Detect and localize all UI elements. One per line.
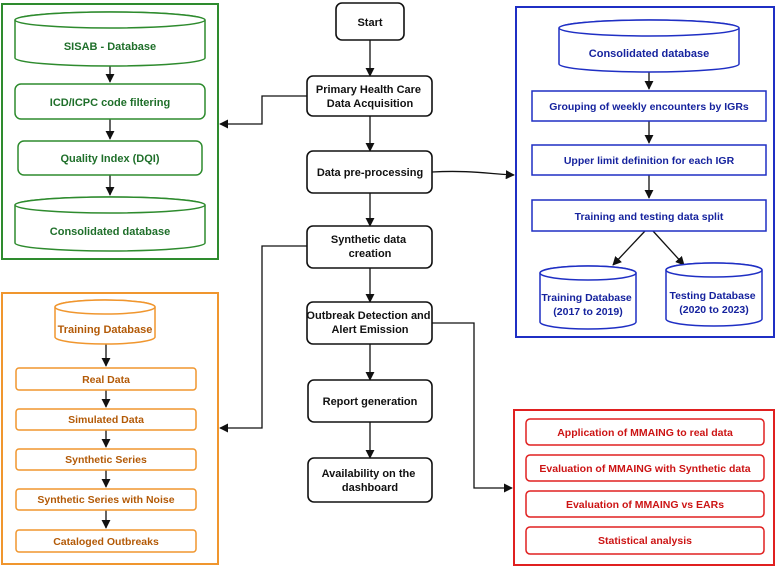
- acquisition-label-line2: Data Acquisition: [327, 98, 414, 110]
- blue-panel-frame: [515, 6, 775, 338]
- report-box: [307, 379, 433, 423]
- acquisition-box: [306, 75, 433, 117]
- sisab-database-label: SISAB - Database: [64, 41, 156, 53]
- acquisition-label-line1: Primary Health Care: [316, 84, 421, 96]
- arrow-synthetic-to-orange-panel: [219, 245, 307, 433]
- split-box: [531, 199, 767, 232]
- availability-box: [307, 457, 433, 503]
- red-item-3-box: [525, 490, 765, 518]
- red-panel: Application of MMAING to real data Evalu…: [525, 418, 765, 555]
- green-panel-frame: [1, 3, 219, 260]
- icd-filter-box: [14, 83, 206, 120]
- sisab-database-cylinder-top: [14, 11, 206, 29]
- green-consolidated-label: Consolidated database: [50, 226, 170, 238]
- preprocessing-label: Data pre-processing: [317, 167, 423, 179]
- outbreak-label: Outbreak Detection and Alert Emission: [306, 310, 433, 336]
- synthetic-series-box: [15, 448, 197, 471]
- cataloged-outbreaks-box: [15, 529, 197, 553]
- training-db-label: Training Database (2017 to 2019): [541, 292, 634, 318]
- arrow-acquisition-to-green-panel: [219, 95, 307, 129]
- orange-training-label: Training Database: [58, 324, 153, 336]
- availability-label-line1: Availability on the: [322, 468, 416, 480]
- outbreak-label-line2: Alert Emission: [331, 324, 408, 336]
- testing-db-label: Testing Database (2020 to 2023): [669, 290, 758, 316]
- red-item-1-box: [525, 418, 765, 446]
- orange-panel: Training Database Real Data Simulated Da…: [15, 299, 197, 553]
- real-data-box: [15, 367, 197, 391]
- report-label: Report generation: [323, 396, 418, 408]
- main-flow: Start Primary Health Care Data Acquisiti…: [306, 2, 433, 503]
- outbreak-box: [306, 301, 433, 345]
- training-db-cylinder-top: [539, 265, 637, 281]
- start-label: Start: [357, 17, 382, 29]
- synthetic-box: [306, 225, 433, 269]
- orange-panel-frame: [1, 292, 219, 565]
- synthetic-noise-box: [15, 488, 197, 511]
- start-box: [335, 2, 405, 41]
- synthetic-label: Synthetic data creation: [331, 234, 409, 260]
- testing-db-label-line2: (2020 to 2023): [679, 304, 748, 316]
- acquisition-label: Primary Health Care Data Acquisition: [316, 84, 424, 110]
- red-item-4-box: [525, 526, 765, 555]
- synthetic-noise-label: Synthetic Series with Noise: [37, 494, 174, 506]
- quality-index-box: [17, 140, 203, 176]
- red-item-3-label: Evaluation of MMAING vs EARs: [566, 499, 724, 511]
- training-db-label-line1: Training Database: [541, 292, 632, 304]
- availability-label-line2: dashboard: [342, 482, 398, 494]
- synthetic-label-line2: creation: [349, 248, 392, 260]
- availability-label: Availability on the dashboard: [322, 468, 419, 494]
- red-panel-frame: [513, 409, 775, 566]
- upper-limit-label: Upper limit definition for each IGR: [564, 155, 735, 167]
- green-panel: SISAB - Database ICD/ICPC code filtering…: [14, 11, 206, 252]
- arrow-outbreak-to-red-panel: [432, 322, 513, 493]
- red-item-2-label: Evaluation of MMAING with Synthetic data: [539, 463, 750, 475]
- testing-db-cylinder-top: [665, 262, 763, 278]
- synthetic-series-label: Synthetic Series: [65, 454, 147, 466]
- quality-index-label: Quality Index (DQI): [60, 153, 159, 165]
- arrow-blue-split-left: [612, 230, 646, 266]
- red-item-4-label: Statistical analysis: [598, 535, 692, 547]
- blue-panel: Consolidated database Grouping of weekly…: [531, 19, 767, 330]
- simulated-data-box: [15, 408, 197, 431]
- arrow-blue-split-right: [652, 230, 685, 266]
- connectors: [101, 40, 685, 529]
- cataloged-outbreaks-label: Cataloged Outbreaks: [53, 536, 159, 548]
- real-data-label: Real Data: [82, 374, 130, 386]
- preprocessing-box: [306, 150, 433, 194]
- green-consolidated-cylinder-top: [14, 196, 206, 214]
- testing-db-label-line1: Testing Database: [669, 290, 755, 302]
- grouping-box: [531, 90, 767, 122]
- simulated-data-label: Simulated Data: [68, 414, 144, 426]
- red-item-2-box: [525, 454, 765, 482]
- synthetic-label-line1: Synthetic data: [331, 234, 407, 246]
- upper-limit-box: [531, 144, 767, 176]
- arrow-preprocessing-to-blue-panel: [431, 170, 515, 180]
- outbreak-label-line1: Outbreak Detection and: [306, 310, 430, 322]
- blue-consolidated-cylinder-top: [558, 19, 740, 37]
- training-db-label-line2: (2017 to 2019): [553, 306, 622, 318]
- split-label: Training and testing data split: [575, 211, 724, 223]
- orange-training-cylinder-top: [54, 299, 156, 315]
- red-item-1-label: Application of MMAING to real data: [557, 427, 733, 439]
- blue-consolidated-label: Consolidated database: [589, 48, 709, 60]
- grouping-label: Grouping of weekly encounters by IGRs: [549, 101, 749, 113]
- icd-filter-label: ICD/ICPC code filtering: [50, 97, 170, 109]
